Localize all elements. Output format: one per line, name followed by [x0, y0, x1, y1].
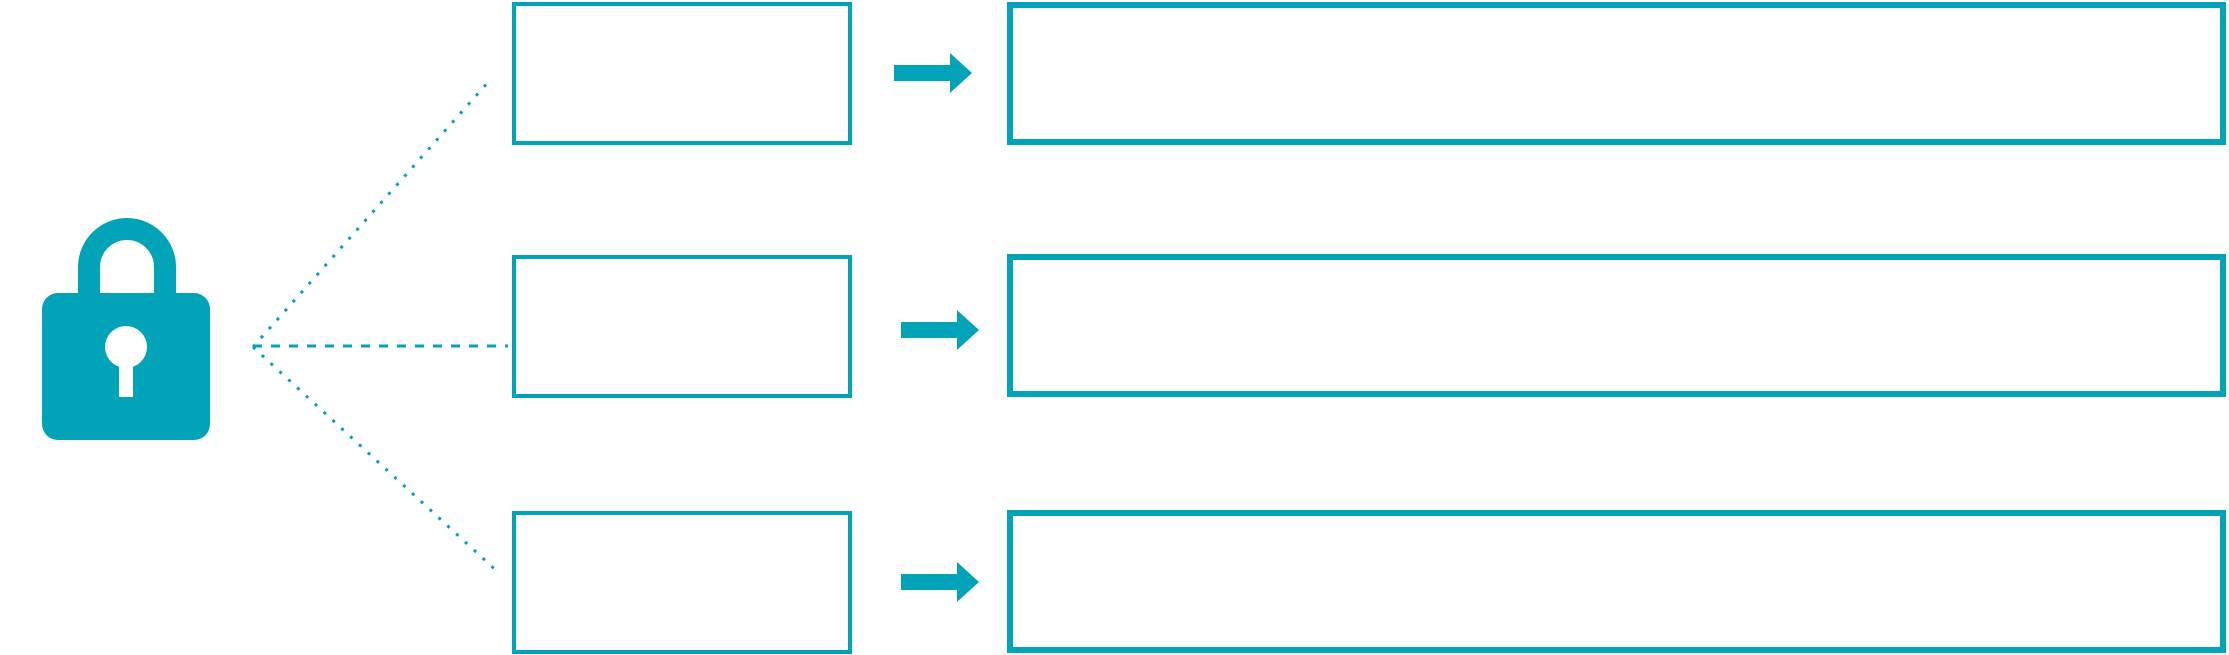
lock-shackle	[78, 218, 176, 306]
detail-box-2	[1007, 254, 2226, 397]
dotted-line-bottom	[251, 345, 502, 576]
option-box-2	[512, 255, 852, 398]
arrow-right-icon	[901, 562, 979, 602]
arrow-right-icon	[901, 310, 979, 350]
option-box-1	[512, 2, 852, 145]
dotted-line-top	[251, 79, 492, 348]
keyhole-circle	[105, 326, 147, 368]
detail-box-3	[1007, 510, 2226, 653]
lock-icon	[42, 218, 210, 440]
detail-box-1	[1007, 2, 2226, 145]
option-box-3	[512, 511, 852, 654]
keyhole-stem	[119, 353, 133, 397]
arrow-right-icon	[894, 53, 972, 93]
